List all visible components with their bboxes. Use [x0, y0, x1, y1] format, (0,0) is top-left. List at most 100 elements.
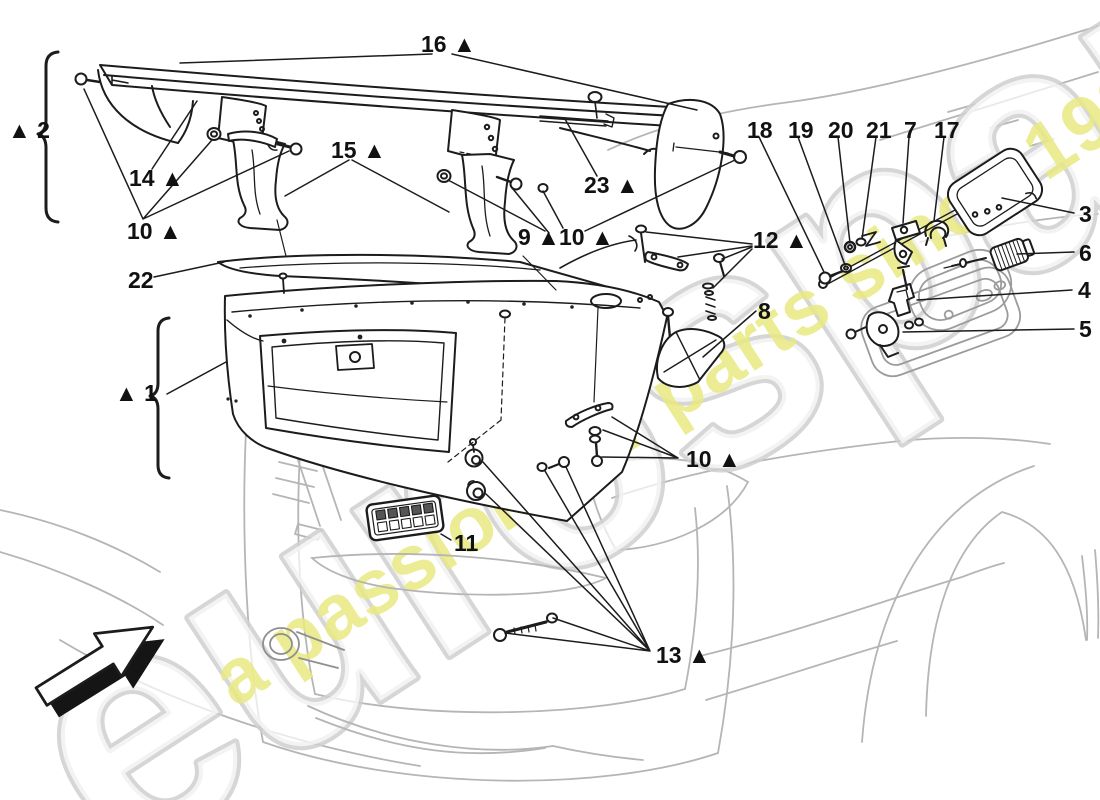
bolt-right-head [509, 177, 523, 191]
lock-hardware [845, 265, 924, 358]
lock-washer-1 [904, 320, 914, 330]
bolt-13-group [493, 456, 570, 642]
leader-7 [902, 136, 910, 224]
stack-12-spring [705, 296, 716, 315]
blade-mid-line [103, 74, 693, 118]
lock-cutout-hole [349, 351, 361, 363]
wing-pylon-right [436, 109, 549, 255]
lid-bolt-dashed-axis [447, 317, 506, 463]
strap-bolt-shaft [594, 441, 599, 458]
leader-4 [916, 289, 1073, 301]
deck-to-arch-2 [705, 640, 898, 701]
plate-3-hole-2 [983, 208, 991, 215]
plate-3-tab [1024, 191, 1038, 200]
cylinder-screw-shaft [951, 257, 987, 267]
wing-mount-dot-1 [637, 297, 643, 303]
keypad-11 [365, 494, 445, 542]
wing-mount-dot-2 [647, 294, 653, 300]
washer-21 [855, 237, 867, 247]
latch-5-arm [879, 344, 899, 358]
arm-12-hole-2 [676, 261, 684, 269]
washer-right-inner [440, 172, 448, 180]
leader-10-mid-fan [601, 416, 679, 459]
screw-left-head [289, 142, 303, 156]
plate-3-inner [956, 157, 1034, 227]
leader-8 [702, 310, 757, 358]
leader-18 [758, 136, 825, 273]
lock-cutout [335, 343, 375, 371]
exhaust-channel-2 [298, 657, 339, 669]
left-ground-2 [0, 551, 164, 626]
aperture-left [297, 451, 316, 695]
lock-screw-shaft [854, 326, 867, 333]
direction-arrow-shadow [47, 639, 165, 718]
part-label-6: 6 [1079, 240, 1092, 266]
left-ground-1 [0, 509, 161, 573]
leader-13-fan [482, 461, 651, 652]
strap-washer [588, 426, 602, 436]
bumper-recess [309, 553, 609, 596]
ghost-details [262, 249, 1021, 761]
part-label-11: 11 [454, 530, 479, 556]
screw-12-shaft [718, 260, 726, 278]
bezel-lower-outer [860, 266, 1021, 378]
part-label-3: 3 [1079, 201, 1092, 227]
keypad-keys [375, 502, 436, 533]
stack-12-washer-1 [702, 282, 714, 290]
strap-10-cluster [564, 402, 614, 467]
pylon-left-crease [251, 149, 261, 215]
exhaust [262, 627, 345, 669]
brace-group-1 [148, 316, 171, 480]
part-label-4: 4 [1078, 277, 1091, 303]
pylon-left-base-line [276, 219, 287, 257]
spoiler-wing-blade [97, 64, 693, 155]
part-label-9: 9 ▲ [518, 224, 560, 250]
lock-bezels [860, 249, 1021, 378]
diffuser-tail [552, 745, 644, 761]
leader-22 [153, 261, 225, 278]
striker-pin-top [897, 265, 910, 269]
bracket-8-bolt-shaft [666, 314, 672, 340]
brace-group-2 [36, 50, 60, 224]
stack-12-washer-3 [707, 315, 717, 321]
strap-nut [589, 434, 601, 444]
wing-bolt-left-pin [111, 75, 129, 85]
deck-line-2 [879, 71, 1099, 141]
end-plate-outline [653, 98, 725, 230]
part-label-12: 12 ▲ [753, 227, 808, 253]
strap-15-clip [267, 144, 278, 151]
ring-2-outer [466, 481, 486, 501]
aperture-right [684, 507, 699, 690]
license-recess-inner [271, 340, 445, 441]
body-left-edge [243, 429, 264, 743]
blade-slot-end [603, 113, 615, 128]
pin-12-shaft [640, 232, 646, 263]
leader-group-1 [166, 361, 227, 395]
strip-22-crease [239, 262, 541, 271]
long-bolt-shaft [505, 620, 548, 634]
leader-9-10-fan [447, 159, 736, 234]
fender-outer [861, 465, 1035, 743]
washer-left-inner [210, 130, 218, 138]
pylon-left-flange-hole-3 [259, 126, 265, 132]
screw-left-shaft [276, 142, 292, 149]
pylon-right-crease [481, 165, 491, 237]
cylinder-screw-tip [943, 265, 954, 269]
stack-12-washer-2 [704, 290, 714, 296]
leader-15-fan [284, 159, 450, 213]
end-plate-bolt-head [733, 150, 747, 164]
pylon-left-flange-hole-2 [256, 118, 262, 124]
clip-17 [924, 219, 950, 247]
cylinder-screw-washer [959, 258, 967, 268]
keypad-face [371, 500, 439, 536]
cylinder-6-flange [1022, 238, 1036, 257]
pylon-left-body [232, 137, 289, 231]
exhaust-tip-outer [262, 627, 300, 661]
grommet-rings [464, 438, 486, 501]
small-bolt-shaft-upper [547, 462, 561, 470]
bezel-hole [943, 309, 954, 320]
recess-shelf [267, 385, 448, 403]
arm-12-hole-1 [650, 253, 658, 261]
bracket-8-wedge-edge-1 [675, 331, 701, 381]
